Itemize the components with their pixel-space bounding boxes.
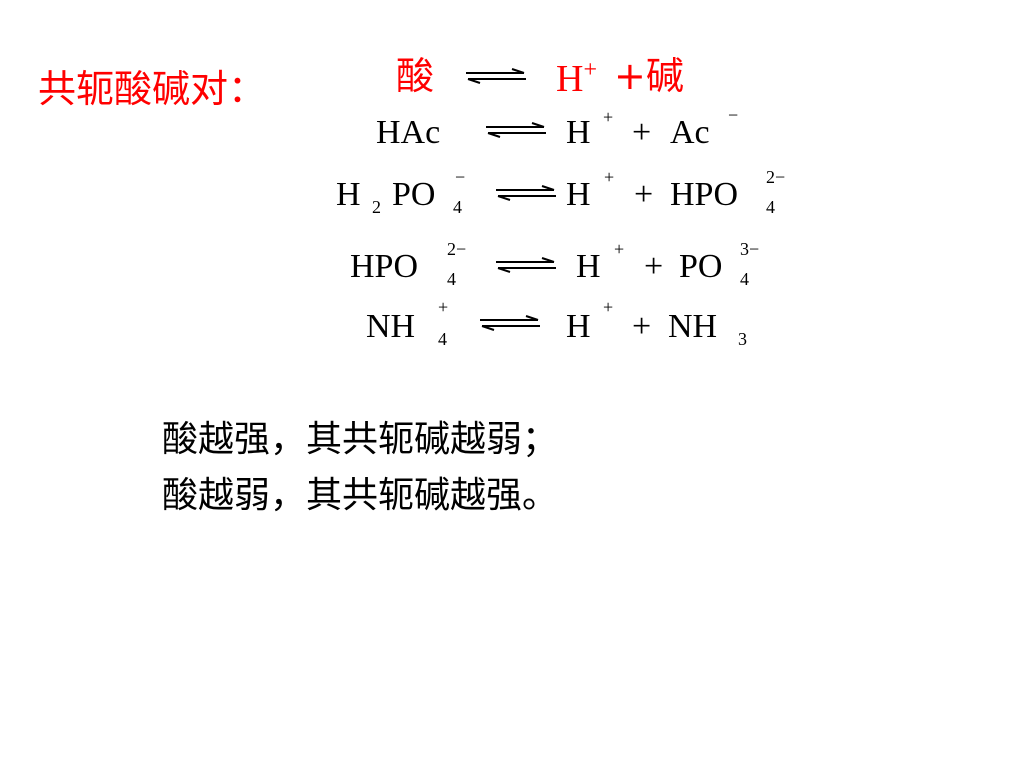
eq2-base-charge: 2− (766, 167, 786, 187)
header-proton-charge: + (583, 57, 597, 83)
eq3-base-sub: 4 (740, 269, 749, 289)
eq3-acid-sub: 4 (447, 269, 456, 289)
eq1-proton-charge: + (603, 107, 614, 127)
eq4-proton-charge: + (603, 297, 614, 317)
eq1-proton: H (566, 114, 591, 151)
header-acid: 酸 (396, 54, 435, 98)
eq4-equilibrium-arrow-icon (480, 315, 540, 331)
eq4-acid-sub: 4 (438, 329, 447, 349)
eq3-acid: HPO (350, 248, 419, 285)
header-equilibrium-arrow-icon (466, 68, 526, 84)
eq1-acid: HAc (376, 114, 441, 151)
header-plus-base: +碱 (614, 54, 684, 98)
eq2-base-sub: 4 (766, 197, 775, 217)
eq2-proton-charge: + (604, 167, 615, 187)
eq2-acid-charge: − (455, 167, 466, 187)
eq3-plus: + (644, 248, 664, 285)
eq4-acid-charge: + (438, 297, 449, 317)
conclusion-line-1: 酸越强，其共轭碱越弱； (162, 419, 559, 460)
eq2-acid-sub-h: 2 (372, 197, 381, 217)
eq3-proton-charge: + (614, 239, 625, 259)
eq3-base-charge: 3− (740, 239, 760, 259)
eq2-acid-po: PO (392, 176, 436, 213)
eq1-base-charge: − (728, 105, 739, 125)
eq2-acid-h: H (336, 176, 361, 213)
eq3-proton: H (576, 248, 601, 285)
eq4-acid: NH (366, 308, 416, 345)
eq4-plus: + (632, 308, 652, 345)
header-proton-symbol: H (556, 58, 584, 100)
conclusion-line-2: 酸越弱，其共轭碱越强。 (162, 475, 559, 516)
section-title: 共轭酸碱对： (38, 67, 267, 111)
eq4-base-sub: 3 (738, 329, 747, 349)
eq3-base: PO (679, 248, 723, 285)
eq2-acid-sub: 4 (453, 197, 462, 217)
eq1-base: Ac (670, 114, 710, 151)
eq3-acid-charge: 2− (447, 239, 467, 259)
eq4-proton: H (566, 308, 591, 345)
eq2-proton: H (566, 176, 591, 213)
eq2-plus: + (634, 176, 654, 213)
header-proton: H+ (556, 58, 597, 98)
eq2-equilibrium-arrow-icon (496, 185, 556, 201)
eq4-base: NH (668, 308, 718, 345)
eq1-equilibrium-arrow-icon (486, 122, 546, 138)
eq1-plus: + (632, 114, 652, 151)
eq3-equilibrium-arrow-icon (496, 257, 556, 273)
eq2-base: HPO (670, 176, 739, 213)
